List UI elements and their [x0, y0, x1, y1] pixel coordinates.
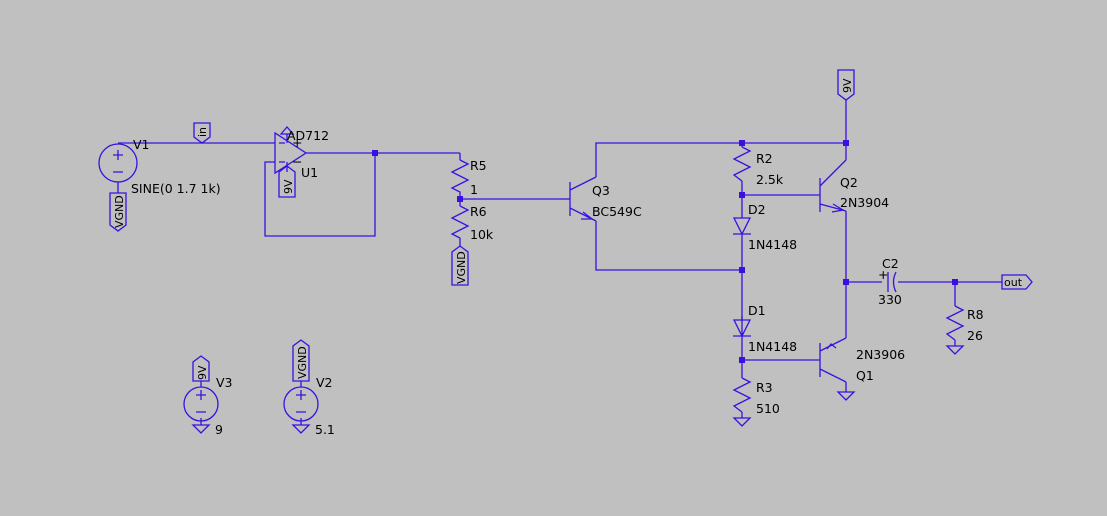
q1-name: Q1: [856, 368, 874, 383]
r5-value: 1: [470, 182, 478, 197]
svg-text:+: +: [878, 267, 888, 282]
out-net-flag: out: [1001, 274, 1033, 290]
vgnd-flag-label: VGND: [455, 251, 468, 284]
v3-value: 9: [215, 422, 223, 437]
vgnd-flag-v2: VGND: [292, 339, 310, 382]
v3-name: V3: [216, 375, 233, 390]
out-flag-label: out: [1004, 276, 1023, 289]
q1-model: 2N3906: [856, 347, 905, 362]
r5-name: R5: [470, 158, 487, 173]
q3-name: Q3: [592, 183, 610, 198]
resistor-r6[interactable]: R6 10k: [450, 204, 494, 242]
resistor-r8[interactable]: R8 26: [945, 305, 984, 343]
source-v1[interactable]: V1 SINE(0 1.7 1k): [98, 137, 221, 196]
v2-value: 5.1: [315, 422, 335, 437]
in-net-flag: in: [193, 122, 211, 144]
source-v2[interactable]: V2 5.1: [283, 375, 335, 437]
diode-d1[interactable]: D1 1N4148: [732, 303, 797, 354]
vgnd-flag-v1: VGND: [109, 192, 127, 232]
r3-value: 510: [756, 401, 780, 416]
d2-name: D2: [748, 202, 766, 217]
q2-name: Q2: [840, 175, 858, 190]
r8-name: R8: [967, 307, 984, 322]
resistor-r3[interactable]: R3 510: [732, 377, 780, 416]
r3-name: R3: [756, 380, 773, 395]
v1-name: V1: [133, 137, 150, 152]
r2-value: 2.5k: [756, 172, 784, 187]
d1-name: D1: [748, 303, 766, 318]
source-v3[interactable]: V3 9: [183, 375, 233, 437]
ground-r8: [946, 345, 964, 355]
c2-value: 330: [878, 292, 902, 307]
ground-q1: [837, 391, 855, 401]
9v-flag-label: 9V: [282, 179, 295, 194]
junction-dots: [372, 140, 958, 363]
9v-flag-label: 9V: [841, 78, 854, 93]
resistor-r5[interactable]: R5 1: [450, 158, 487, 197]
r2-name: R2: [756, 151, 773, 166]
svg-text:−: −: [292, 154, 302, 169]
r6-name: R6: [470, 204, 487, 219]
r8-value: 26: [967, 328, 983, 343]
d1-model: 1N4148: [748, 339, 797, 354]
9v-flag-label: 9V: [196, 365, 209, 380]
v2-name: V2: [316, 375, 333, 390]
d2-model: 1N4148: [748, 237, 797, 252]
transistor-q1[interactable]: 2N3906 Q1: [819, 337, 905, 383]
ground-v2: [292, 424, 310, 434]
in-flag-label: in: [196, 127, 209, 137]
capacitor-c2[interactable]: + C2 330: [878, 256, 902, 307]
opamp-u1[interactable]: + − AD712 U1: [274, 126, 329, 180]
svg-text:+: +: [292, 135, 302, 150]
v1-value: SINE(0 1.7 1k): [131, 181, 221, 196]
vgnd-flag-label: VGND: [296, 346, 309, 379]
diode-d2[interactable]: D2 1N4148: [732, 202, 797, 252]
vgnd-flag-r6: VGND: [451, 245, 469, 286]
ground-v3: [192, 424, 210, 434]
ground-r3: [733, 417, 751, 427]
c2-name: C2: [882, 256, 899, 271]
9v-flag-u1: 9V: [278, 165, 296, 198]
q2-model: 2N3904: [840, 195, 889, 210]
9v-flag-v3: 9V: [192, 355, 210, 382]
transistor-q3[interactable]: Q3 BC549C: [560, 176, 642, 222]
q3-model: BC549C: [592, 204, 642, 219]
vgnd-flag-label: VGND: [113, 195, 126, 228]
9v-flag-top: 9V: [837, 69, 855, 101]
u1-model: AD712: [287, 128, 329, 143]
r6-value: 10k: [470, 227, 494, 242]
resistor-r2[interactable]: R2 2.5k: [732, 146, 784, 187]
transistor-q2[interactable]: Q2 2N3904: [819, 159, 889, 213]
u1-name: U1: [301, 165, 318, 180]
